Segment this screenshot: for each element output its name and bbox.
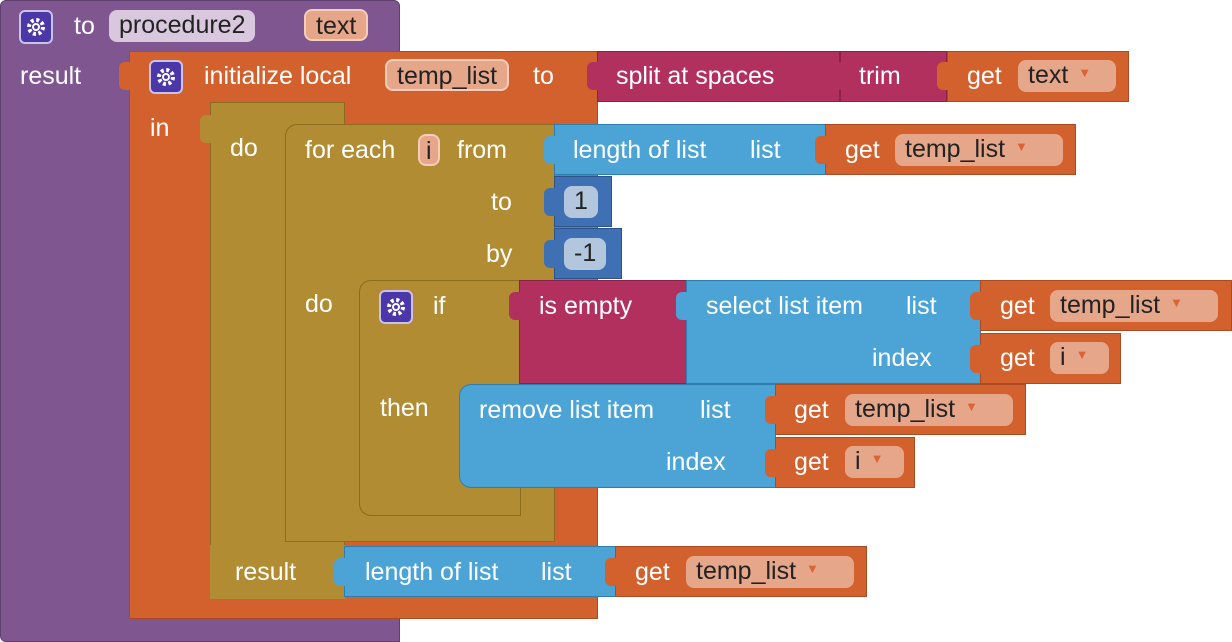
dropdown-value: temp_list bbox=[1060, 291, 1161, 319]
initialize-to-label: to bbox=[533, 62, 554, 90]
gear-icon[interactable] bbox=[19, 10, 53, 44]
get-temp-list-dropdown[interactable]: temp_list ▼ bbox=[845, 394, 1013, 426]
get-label: get bbox=[967, 62, 1002, 90]
initialize-in-label: in bbox=[150, 114, 170, 142]
select-list-item-label: select list item bbox=[706, 292, 863, 320]
socket-connector bbox=[200, 115, 212, 143]
length-of-list-label: length of list bbox=[573, 136, 707, 164]
get-temp-list-dropdown[interactable]: temp_list ▼ bbox=[895, 134, 1063, 166]
dropdown-arrow-icon: ▼ bbox=[806, 561, 819, 577]
dropdown-arrow-icon: ▼ bbox=[1075, 347, 1089, 363]
socket-connector bbox=[334, 558, 346, 586]
socket-connector bbox=[119, 62, 131, 90]
get-label: get bbox=[794, 448, 829, 476]
length-of-list-label: length of list bbox=[365, 558, 499, 586]
procedure-to-label: to bbox=[74, 12, 95, 40]
socket-connector bbox=[676, 292, 688, 320]
local-var-name-field[interactable]: temp_list bbox=[385, 59, 510, 91]
do-label: do bbox=[230, 134, 258, 162]
get-label: get bbox=[845, 136, 880, 164]
dropdown-value: text bbox=[1028, 61, 1069, 89]
get-label: get bbox=[1000, 344, 1035, 372]
if-label: if bbox=[433, 292, 446, 320]
socket-connector bbox=[544, 188, 556, 216]
gear-icon[interactable] bbox=[379, 290, 413, 324]
dropdown-value: temp_list bbox=[696, 557, 797, 585]
split-at-spaces-label: split at spaces bbox=[616, 62, 775, 90]
procedure-name-field[interactable]: procedure2 bbox=[109, 10, 256, 42]
dropdown-value: temp_list bbox=[855, 395, 956, 423]
socket-connector bbox=[830, 62, 842, 90]
get-label: get bbox=[1000, 292, 1035, 320]
gear-icon[interactable] bbox=[149, 60, 183, 94]
select-list-item-list-label: list bbox=[906, 292, 937, 320]
remove-list-item-block[interactable] bbox=[459, 384, 776, 488]
socket-connector bbox=[587, 62, 599, 90]
length-of-list-block[interactable] bbox=[344, 546, 616, 597]
number-by-field[interactable]: -1 bbox=[564, 238, 607, 270]
dropdown-arrow-icon: ▼ bbox=[1170, 295, 1183, 311]
length-of-list-block[interactable] bbox=[554, 124, 826, 175]
socket-connector bbox=[544, 240, 556, 268]
for-each-bottom-arm bbox=[285, 518, 555, 542]
get-i-dropdown[interactable]: i▼ bbox=[1050, 342, 1109, 374]
then-label: then bbox=[380, 394, 429, 422]
number-to-field[interactable]: 1 bbox=[564, 186, 598, 218]
socket-connector bbox=[765, 396, 777, 424]
remove-list-item-list-label: list bbox=[700, 396, 731, 424]
socket-connector bbox=[970, 292, 982, 320]
dropdown-value: i bbox=[1060, 343, 1066, 371]
for-each-from-label: from bbox=[457, 136, 507, 164]
remove-list-item-index-label: index bbox=[666, 448, 726, 476]
select-list-item-block[interactable] bbox=[686, 280, 981, 384]
for-each-to-label: to bbox=[491, 188, 512, 216]
get-label: get bbox=[635, 558, 670, 586]
select-list-item-index-label: index bbox=[872, 344, 932, 372]
is-empty-block[interactable] bbox=[519, 280, 687, 384]
length-of-list-list-label: list bbox=[541, 558, 572, 586]
procedure-result-label: result bbox=[20, 62, 82, 90]
for-each-var-field[interactable]: i bbox=[418, 134, 440, 166]
for-each-label: for each bbox=[305, 136, 396, 164]
for-each-do-label: do bbox=[305, 290, 333, 318]
get-text-dropdown[interactable]: text ▼ bbox=[1018, 60, 1116, 92]
dropdown-arrow-icon: ▼ bbox=[870, 451, 884, 467]
trim-label: trim bbox=[859, 62, 901, 90]
get-temp-list-dropdown[interactable]: temp_list ▼ bbox=[1050, 290, 1218, 322]
initialize-local-label: initialize local bbox=[204, 62, 352, 90]
procedure-param-field[interactable]: text bbox=[304, 9, 369, 41]
get-temp-list-dropdown[interactable]: temp_list ▼ bbox=[686, 556, 854, 588]
dropdown-value: i bbox=[855, 447, 861, 475]
socket-connector bbox=[937, 62, 949, 90]
remove-list-item-label: remove list item bbox=[479, 396, 655, 424]
socket-connector bbox=[970, 345, 982, 373]
do-result-bottom bbox=[210, 545, 345, 599]
dropdown-arrow-icon: ▼ bbox=[965, 399, 978, 415]
for-each-by-label: by bbox=[486, 240, 513, 268]
socket-connector bbox=[765, 449, 777, 477]
get-i-dropdown[interactable]: i▼ bbox=[845, 446, 904, 478]
socket-connector bbox=[544, 136, 556, 164]
length-of-list-list-label: list bbox=[750, 136, 781, 164]
dropdown-arrow-icon: ▼ bbox=[1015, 139, 1028, 155]
dropdown-value: temp_list bbox=[905, 135, 1006, 163]
is-empty-label: is empty bbox=[539, 292, 633, 320]
dropdown-arrow-icon: ▼ bbox=[1078, 65, 1092, 81]
trim-block[interactable] bbox=[840, 51, 947, 102]
socket-connector bbox=[605, 558, 617, 586]
socket-connector bbox=[509, 292, 521, 320]
get-label: get bbox=[794, 396, 829, 424]
socket-connector bbox=[815, 136, 827, 164]
do-result-label: result bbox=[235, 558, 297, 586]
